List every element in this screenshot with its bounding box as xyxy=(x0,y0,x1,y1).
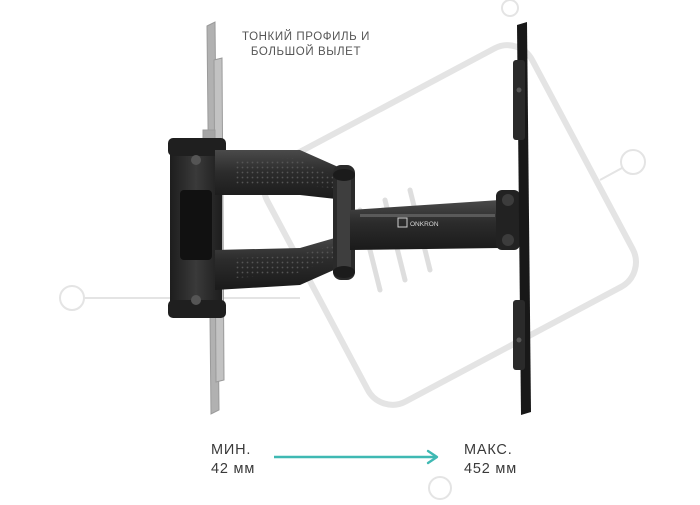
upper-arm xyxy=(215,150,345,200)
max-extension-label: МАКС. 452 мм xyxy=(464,441,517,479)
tilt-head xyxy=(496,190,520,250)
wall-plate xyxy=(168,138,226,318)
min-label: МИН. xyxy=(211,442,252,458)
min-value: 42 мм xyxy=(211,461,256,477)
brand-logo-text: ONKRON xyxy=(410,221,439,228)
caption-line-1: ТОНКИЙ ПРОФИЛЬ И xyxy=(242,31,370,43)
max-label: МАКС. xyxy=(464,442,513,458)
forearm xyxy=(350,200,510,250)
tv-panel xyxy=(513,22,531,415)
caption-line-2: БОЛЬШОЙ ВЫЛЕТ xyxy=(250,46,362,58)
lower-arm xyxy=(215,235,345,290)
brand-logo: ONKRON xyxy=(397,217,439,228)
product-caption: ТОНКИЙ ПРОФИЛЬ И БОЛЬШОЙ ВЫЛЕТ xyxy=(236,30,376,60)
min-extension-label: МИН. 42 мм xyxy=(211,441,255,479)
max-value: 452 мм xyxy=(464,461,517,477)
elbow-joint xyxy=(333,165,355,280)
extension-arrow xyxy=(274,449,439,465)
